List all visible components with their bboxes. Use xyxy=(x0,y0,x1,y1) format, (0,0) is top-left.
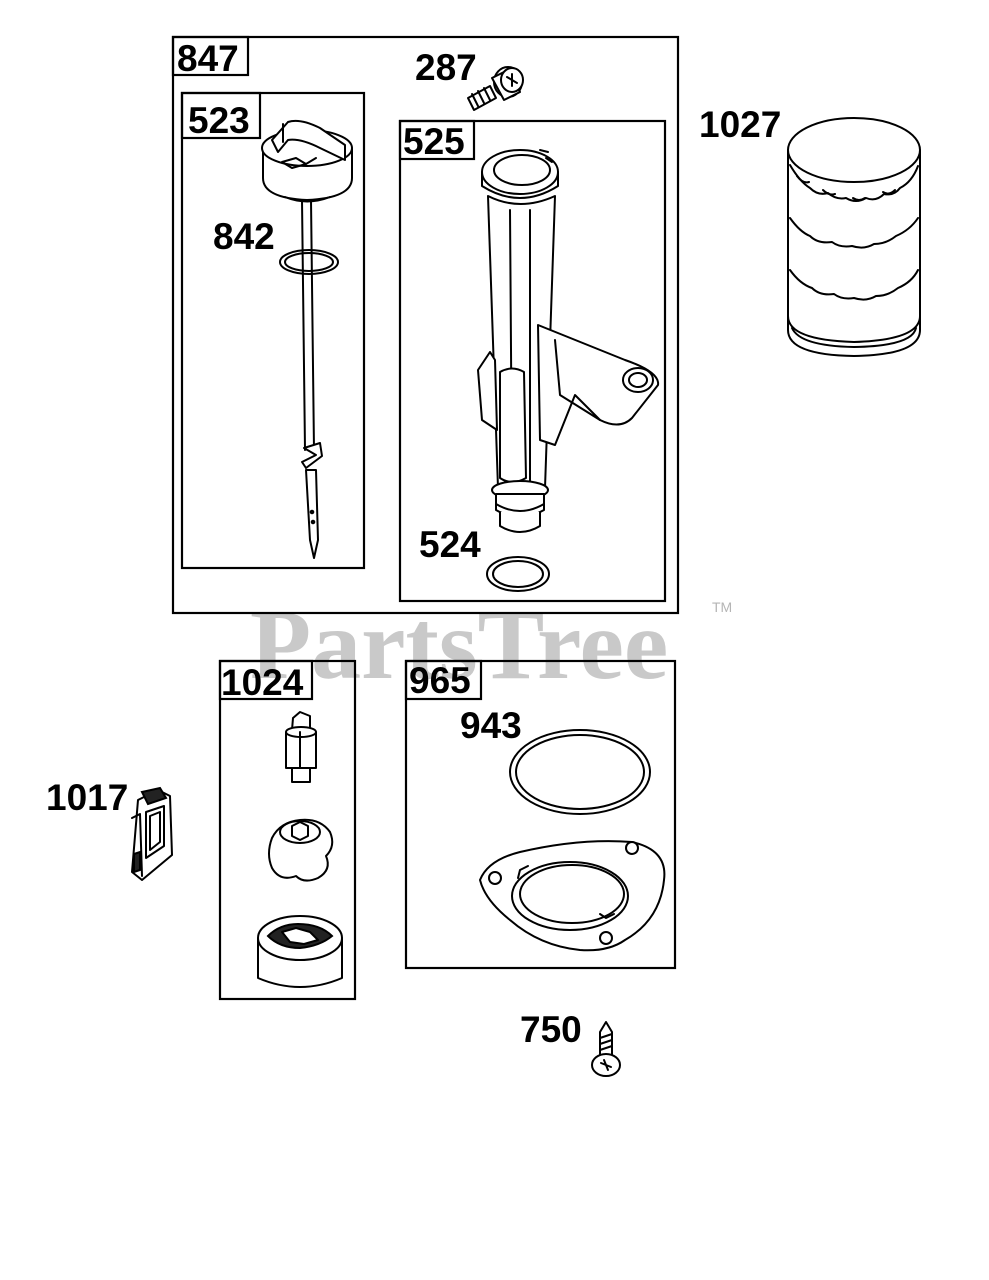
kit-523-label[interactable]: 523 xyxy=(188,100,250,141)
part-287-screw[interactable] xyxy=(467,66,524,111)
watermark: PartsTree xyxy=(250,589,668,700)
part-287-label[interactable]: 287 xyxy=(415,47,477,88)
kit-965-frame: 965 xyxy=(404,659,677,970)
watermark-tm: TM xyxy=(712,599,732,615)
pump-gear-icon[interactable] xyxy=(268,818,334,882)
kit-847-label[interactable]: 847 xyxy=(177,38,239,79)
part-842-label[interactable]: 842 xyxy=(213,216,275,257)
part-750-screw[interactable] xyxy=(591,1021,621,1077)
part-524-label[interactable]: 524 xyxy=(419,524,481,565)
part-943-gasket[interactable] xyxy=(509,729,651,815)
kit-525-frame: 525 xyxy=(398,119,667,603)
part-842-o-ring[interactable] xyxy=(279,249,339,275)
kit-965-label[interactable]: 965 xyxy=(409,660,471,701)
part-943-label[interactable]: 943 xyxy=(460,705,522,746)
part-524-seal-ring[interactable] xyxy=(486,556,550,592)
kit-523-frame: 523 xyxy=(180,91,366,570)
part-1017-pump-screen[interactable] xyxy=(131,786,173,881)
kit-525-label[interactable]: 525 xyxy=(403,121,465,162)
flange-plate-icon[interactable] xyxy=(479,840,666,952)
pump-housing-icon[interactable] xyxy=(257,915,343,988)
dipstick-tube-icon[interactable] xyxy=(477,149,660,533)
part-750-label[interactable]: 750 xyxy=(520,1009,582,1050)
part-1017-label[interactable]: 1017 xyxy=(46,777,128,818)
part-1027-oil-filter[interactable] xyxy=(787,117,921,357)
dipstick-icon[interactable] xyxy=(261,119,353,559)
kit-1024-label[interactable]: 1024 xyxy=(221,662,304,703)
pump-shaft-icon[interactable] xyxy=(285,711,317,783)
kit-847-frame: 847 xyxy=(171,35,680,615)
part-1027-label[interactable]: 1027 xyxy=(699,104,781,145)
kit-1024-frame: 1024 xyxy=(218,659,357,1001)
